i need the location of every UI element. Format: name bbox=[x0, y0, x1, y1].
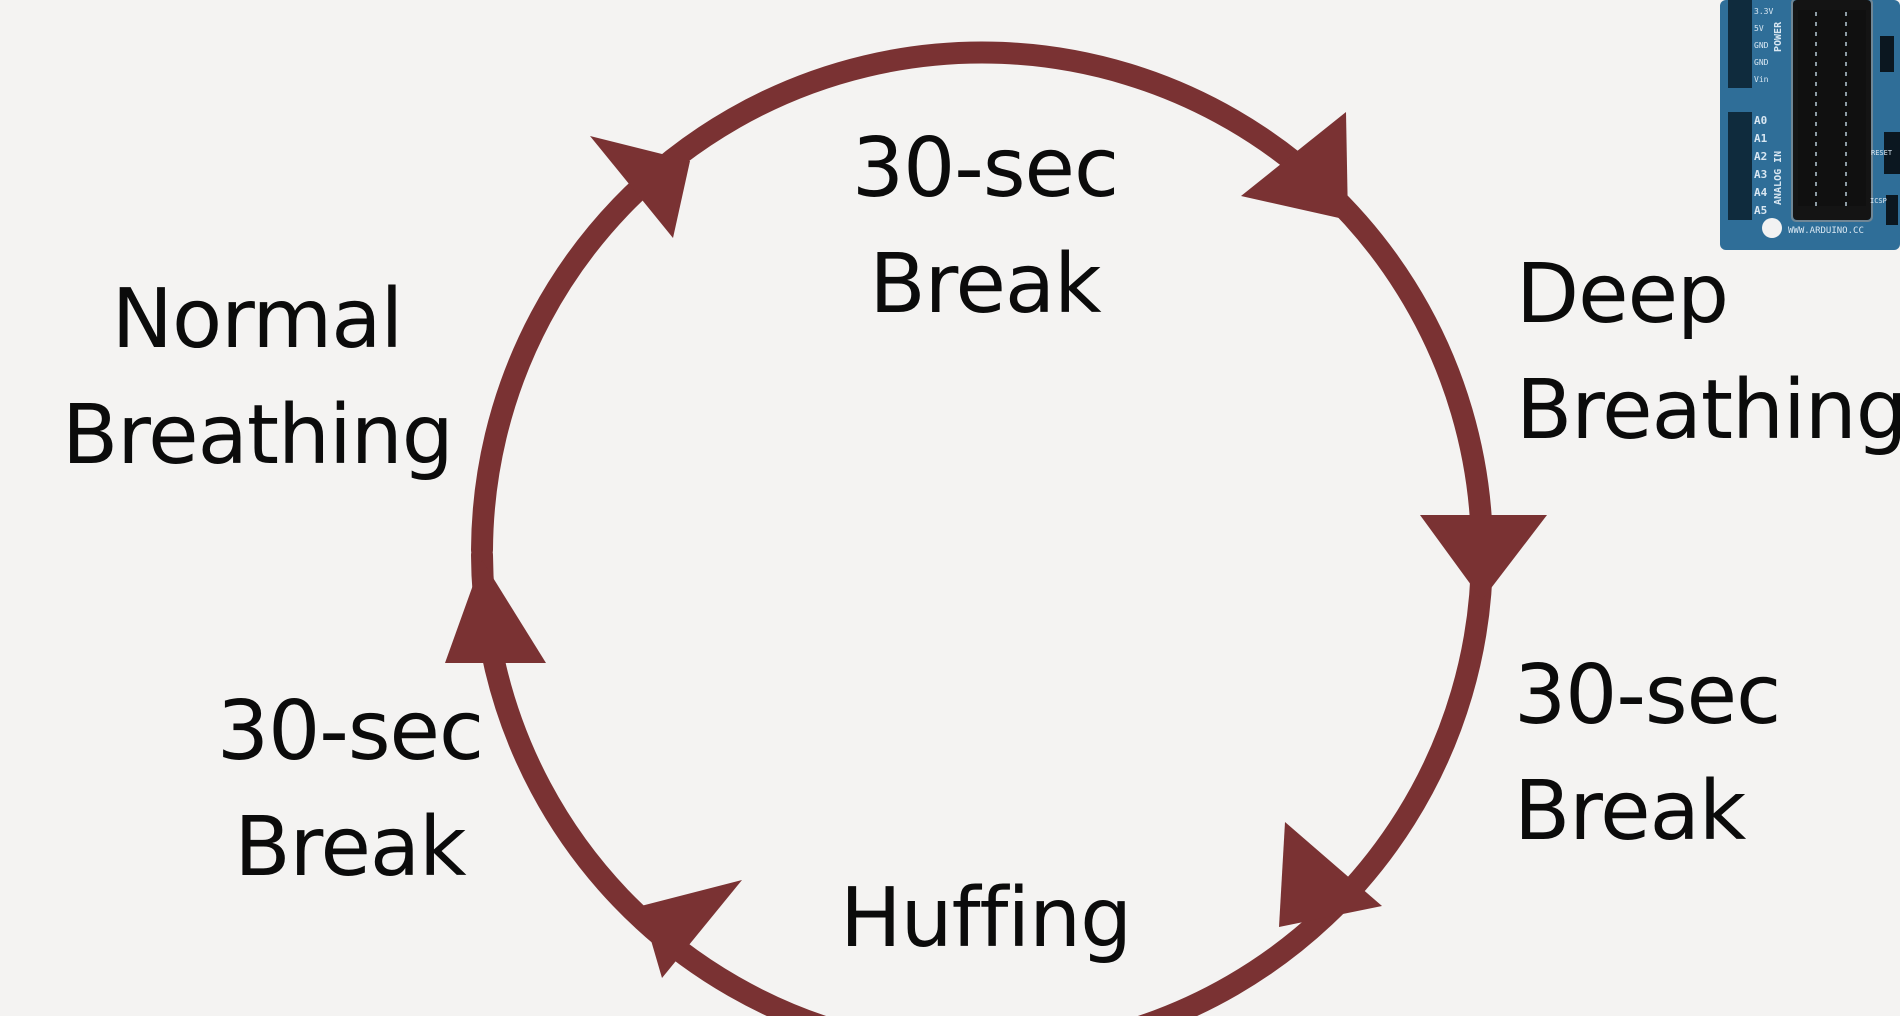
board-pin-vin: Vin bbox=[1754, 75, 1769, 84]
board-pin-5v: 5V bbox=[1754, 24, 1764, 33]
board-pin-a4: A4 bbox=[1754, 186, 1768, 199]
board-website-label: WWW.ARDUINO.CC bbox=[1788, 226, 1864, 236]
label-normal-breathing: Normal Breathing bbox=[62, 262, 454, 494]
arrow-bottom-left bbox=[641, 880, 742, 978]
board-pin-gnd-2: GND bbox=[1754, 58, 1769, 67]
arrow-top-right bbox=[1241, 112, 1348, 220]
label-deep-breathing-line1: Deep bbox=[1516, 247, 1729, 342]
label-top-break-line2: Break bbox=[869, 237, 1101, 332]
board-reset-label: RESET bbox=[1871, 149, 1893, 157]
label-left-break-line1: 30-sec bbox=[216, 684, 484, 779]
label-right-break-line1: 30-sec bbox=[1514, 648, 1781, 743]
label-normal-breathing-line2: Breathing bbox=[62, 388, 454, 483]
arrow-right bbox=[1420, 515, 1547, 600]
arrow-top-left bbox=[590, 136, 690, 238]
board-pin-gnd-1: GND bbox=[1754, 41, 1769, 50]
board-icsp-label: ICSP bbox=[1870, 197, 1887, 205]
board-pin-a5: A5 bbox=[1754, 204, 1767, 217]
label-huffing-line1: Huffing bbox=[840, 871, 1132, 966]
label-deep-breathing: Deep Breathing bbox=[1516, 237, 1900, 469]
label-left-break-line2: Break bbox=[234, 800, 466, 895]
board-analog-in-label: ANALOG IN bbox=[1773, 151, 1784, 205]
board-pin-a0: A0 bbox=[1754, 114, 1767, 127]
label-normal-breathing-line1: Normal bbox=[111, 272, 404, 367]
board-pin-a2: A2 bbox=[1754, 150, 1767, 163]
board-pin-a3: A3 bbox=[1754, 168, 1767, 181]
label-top-break: 30-sec Break bbox=[845, 111, 1125, 343]
arrow-bottom-right bbox=[1279, 822, 1382, 927]
board-pin-3v3: 3.3V bbox=[1754, 7, 1773, 16]
arduino-board-image: 3.3V 5V GND GND Vin A0 A1 A2 A3 A4 A5 PO… bbox=[1720, 0, 1900, 250]
label-top-break-line1: 30-sec bbox=[851, 121, 1119, 216]
arrow-left bbox=[445, 560, 546, 663]
label-deep-breathing-line2: Breathing bbox=[1516, 363, 1900, 458]
label-right-break-line2: Break bbox=[1514, 764, 1746, 859]
label-left-break: 30-sec Break bbox=[205, 674, 495, 906]
board-power-label: POWER bbox=[1773, 21, 1784, 52]
label-right-break: 30-sec Break bbox=[1514, 638, 1814, 870]
board-pin-a1: A1 bbox=[1754, 132, 1768, 145]
label-huffing: Huffing bbox=[840, 861, 1132, 977]
